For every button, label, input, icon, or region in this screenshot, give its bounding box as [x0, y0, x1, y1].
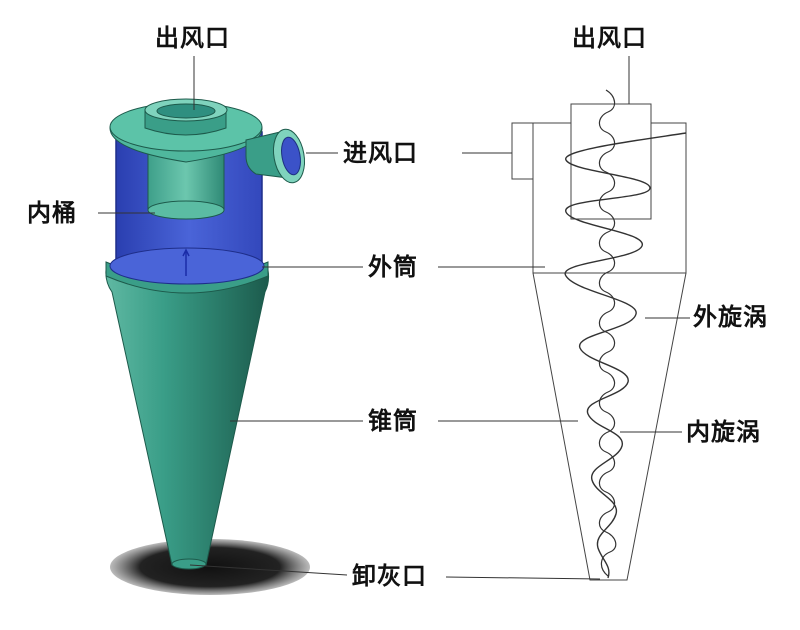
label-outlet-right: 出风口 [572, 24, 647, 52]
ground-shadow [110, 539, 310, 595]
right-leader-lines [438, 56, 690, 580]
cone-tip [171, 558, 207, 570]
label-cone: 锥筒 [368, 407, 418, 435]
leader-dust-outlet [189, 564, 348, 576]
outer-vortex-spiral [564, 132, 687, 579]
inlet-hole [281, 136, 301, 176]
label-outer-vortex: 外旋涡 [693, 303, 768, 331]
inner-vortex-spiral [598, 89, 617, 577]
cyclone-3d-model [105, 98, 310, 595]
label-inner-tube: 内桶 [27, 199, 77, 227]
inner-tube-bottom [147, 200, 225, 220]
label-inlet: 进风口 [343, 139, 418, 167]
label-dust-outlet: 卸灰口 [352, 562, 427, 590]
left-leader-lines [98, 56, 363, 576]
schematic-inlet [511, 122, 534, 180]
flow-arrow-head [182, 248, 190, 257]
label-outer-cylinder: 外筒 [368, 253, 418, 281]
cyclone-schematic [511, 103, 687, 581]
leader-dust-outlet-right [445, 576, 601, 580]
cylinder-bottom-ellipse [109, 247, 265, 285]
schematic-cone [532, 272, 687, 581]
cone-body [105, 269, 270, 569]
label-inner-vortex: 内旋涡 [686, 418, 761, 446]
label-outlet-left: 出风口 [155, 24, 230, 52]
schematic-inner-tube [570, 103, 652, 220]
outlet-pipe-hole [156, 103, 216, 119]
